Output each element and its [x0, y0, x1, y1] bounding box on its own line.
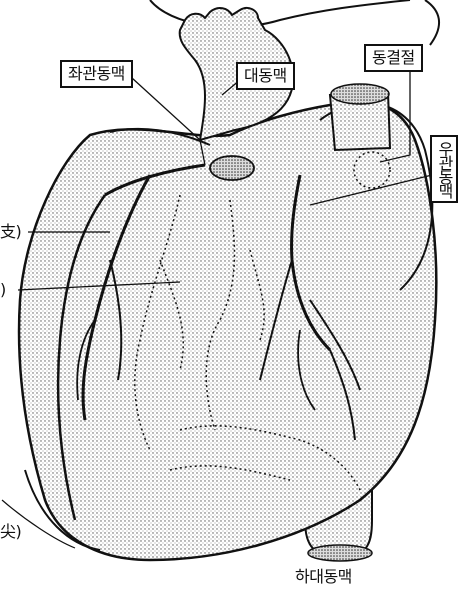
svc-top — [331, 84, 389, 104]
label-left-coronary-artery: 좌관동맥 — [60, 60, 133, 88]
label-aorta: 대동맥 — [236, 62, 295, 90]
label-left-edge-bottom: 尖) — [0, 522, 21, 542]
label-left-edge-mid: ) — [0, 280, 6, 300]
pulmonary-opening — [210, 156, 254, 180]
label-left-edge-top: 支) — [0, 222, 21, 242]
top-right-hook — [425, 0, 439, 45]
label-right-coronary-artery: 우관동맥 — [430, 135, 458, 203]
label-sinoatrial-node: 동결절 — [364, 44, 423, 72]
label-inferior-vena-cava: 하대동맥 — [295, 567, 352, 587]
ivc-opening — [308, 545, 372, 561]
